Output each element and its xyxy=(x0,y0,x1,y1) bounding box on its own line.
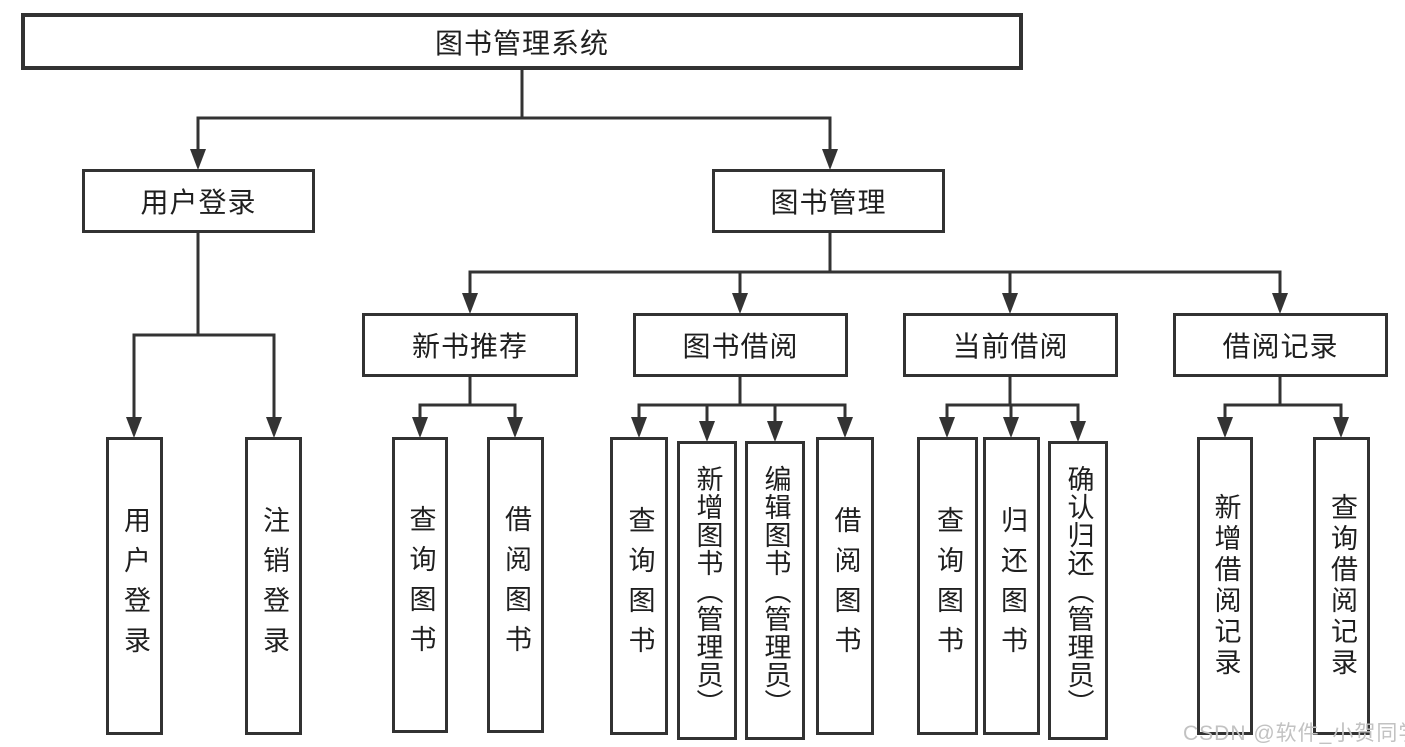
node-leaf-query-books-current: 查询图书 xyxy=(917,437,978,735)
node-leaf-query-books-borrowing: 查询图书 xyxy=(610,437,668,735)
node-label: 查询图书 xyxy=(405,505,436,665)
node-label: 查询图书 xyxy=(624,506,655,666)
node-label: 查询图书 xyxy=(933,506,963,666)
node-leaf-user-login: 用户登录 xyxy=(106,437,163,735)
node-label: 图书管理 xyxy=(770,187,887,218)
node-user-login: 用户登录 xyxy=(82,169,315,233)
node-leaf-confirm-return-admin: 确认归还（管理员） xyxy=(1048,441,1108,740)
node-label: 归还图书 xyxy=(997,506,1027,666)
node-label: 图书管理系统 xyxy=(434,27,609,59)
watermark: CSDN @软件_小贺同学 xyxy=(1183,722,1405,745)
node-label: 编辑图书（管理员） xyxy=(760,464,791,717)
node-label: 新增图书（管理员） xyxy=(692,464,723,717)
node-label: 借阅图书 xyxy=(830,506,861,666)
node-leaf-borrow-books-recommend: 借阅图书 xyxy=(487,437,544,733)
node-book-management: 图书管理 xyxy=(712,169,945,233)
node-leaf-query-borrow-record: 查询借阅记录 xyxy=(1313,437,1370,735)
node-current-borrowing: 当前借阅 xyxy=(903,313,1118,377)
node-label: 注销登录 xyxy=(259,506,289,666)
node-library-management-system: 图书管理系统 xyxy=(21,13,1023,70)
node-leaf-edit-books-admin: 编辑图书（管理员） xyxy=(745,441,805,740)
node-label: 查询借阅记录 xyxy=(1327,493,1357,679)
node-book-borrowing: 图书借阅 xyxy=(633,313,848,377)
node-leaf-query-books-recommend: 查询图书 xyxy=(392,437,448,733)
node-leaf-add-borrow-record: 新增借阅记录 xyxy=(1197,437,1253,735)
node-new-book-recommend: 新书推荐 xyxy=(362,313,578,377)
node-label: 确认归还（管理员） xyxy=(1063,464,1094,717)
node-label: 用户登录 xyxy=(120,506,150,666)
node-leaf-add-books-admin: 新增图书（管理员） xyxy=(677,441,737,740)
node-label: 新书推荐 xyxy=(411,331,528,362)
node-label: 当前借阅 xyxy=(952,331,1069,362)
node-label: 借阅图书 xyxy=(501,505,531,665)
node-label: 借阅记录 xyxy=(1222,331,1339,362)
node-leaf-borrow-books-borrowing: 借阅图书 xyxy=(816,437,874,735)
node-label: 图书借阅 xyxy=(682,331,799,362)
node-leaf-return-books: 归还图书 xyxy=(983,437,1040,735)
node-borrowing-records: 借阅记录 xyxy=(1173,313,1388,377)
node-label: 用户登录 xyxy=(140,187,257,218)
node-label: 新增借阅记录 xyxy=(1210,493,1241,679)
node-leaf-logout: 注销登录 xyxy=(245,437,302,735)
